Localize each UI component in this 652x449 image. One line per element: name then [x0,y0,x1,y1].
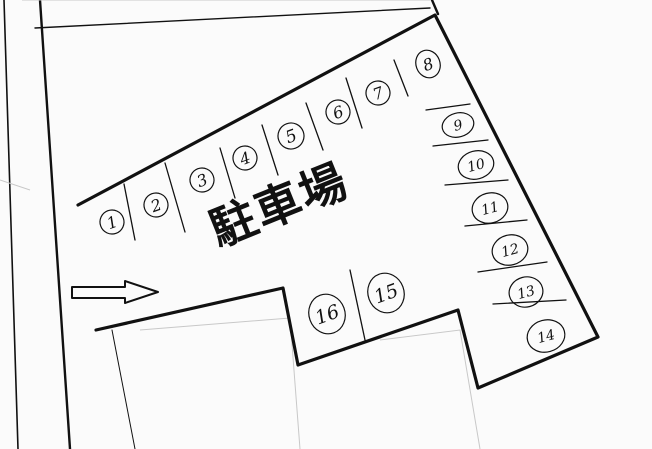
svg-text:11: 11 [480,199,501,219]
svg-text:9: 9 [452,117,465,135]
parking-spots: 1 2 3 4 5 6 7 8 [99,49,566,353]
parking-spot: 15 [367,272,405,314]
parking-spot: 11 [471,192,509,224]
parking-spot: 6 [325,99,351,125]
svg-text:3: 3 [194,170,210,191]
svg-text:6: 6 [330,102,346,123]
svg-text:7: 7 [370,83,387,105]
parking-lot-outline [76,13,600,390]
parking-spot: 13 [508,276,544,308]
svg-text:1: 1 [104,212,120,233]
parking-spot: 3 [189,167,215,193]
parking-spot: 10 [457,150,495,180]
parking-spot: 9 [441,112,475,138]
svg-text:14: 14 [536,327,557,347]
parking-spot: 1 [99,209,125,235]
top-boundary [34,7,431,29]
parking-spot: 7 [365,80,391,106]
svg-text:4: 4 [236,148,253,170]
road [3,0,136,449]
svg-text:10: 10 [466,156,487,176]
svg-text:13: 13 [516,283,537,303]
svg-text:8: 8 [420,54,436,75]
lot-title: 駐車場 [202,153,356,257]
svg-text:2: 2 [147,195,164,217]
parking-spot: 14 [526,319,566,353]
stall-dividers-top [123,59,409,241]
svg-text:15: 15 [371,279,401,308]
parking-spot: 16 [308,293,346,335]
svg-text:16: 16 [312,300,342,329]
stall-divider-bottom [349,269,366,341]
parking-spot: 2 [143,192,169,218]
parking-spot: 12 [491,234,529,266]
svg-text:12: 12 [500,241,521,261]
svg-text:5: 5 [283,126,300,148]
entrance-arrow-icon [71,280,159,304]
parking-spot: 8 [415,49,441,79]
parking-spot: 4 [232,145,258,171]
stall-dividers-right [425,103,567,305]
parking-spot: 5 [277,122,305,150]
